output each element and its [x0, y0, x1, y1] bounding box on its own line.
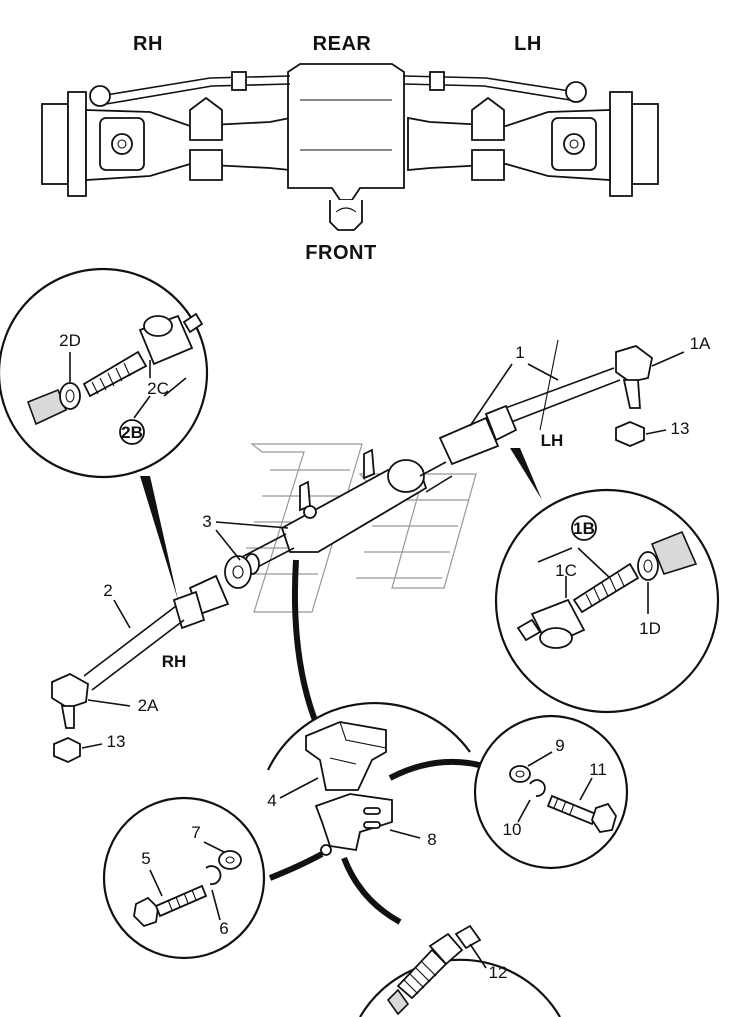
tube-end-2 [26, 388, 68, 426]
callout-5: 5 [141, 849, 150, 868]
mounting-lug-right [363, 448, 375, 480]
callout-12: 12 [489, 963, 508, 982]
pointer-to-bracket [291, 559, 321, 730]
pointer-to-bolt-11 [388, 758, 491, 781]
overview-left-ball-joint [89, 85, 111, 107]
detail-bubble-11: 9 11 10 [473, 714, 629, 870]
detail-circle-5 [102, 796, 266, 960]
side-label-rh: RH [162, 652, 187, 671]
bracket-4 [305, 721, 387, 791]
callout-7: 7 [191, 823, 200, 842]
pinion-yoke [329, 200, 363, 231]
callout-8: 8 [427, 830, 436, 849]
differential-housing [287, 63, 405, 201]
pointer-to-bolt-5 [268, 851, 324, 881]
bolt-5-head [133, 896, 159, 928]
callout-11: 11 [589, 760, 607, 779]
callout-9: 9 [555, 736, 564, 755]
lock-washer-10 [529, 779, 546, 797]
callout-1b: 1B [573, 519, 595, 538]
callout-1b-circle [571, 515, 597, 541]
left-hub-flange [67, 91, 87, 197]
nut-13-right [615, 421, 645, 447]
header-rear-label: REAR [313, 33, 372, 55]
header-rh-label: RH [133, 33, 163, 55]
callout-3: 3 [202, 512, 211, 531]
washer-9 [509, 765, 531, 783]
pointer-to-sensor-12 [341, 856, 402, 925]
callout-4: 4 [267, 791, 276, 810]
tube-end-1 [650, 530, 698, 575]
tie-rod-assembly: LH RH 1 1A 13 3 2 2A 13 [51, 334, 711, 763]
callout-2a: 2A [138, 696, 159, 715]
lh-adjuster-sleeve [438, 416, 500, 466]
right-hub-flange [609, 91, 633, 197]
header-front-label: FRONT [305, 242, 376, 264]
detail-bubble-5: 5 7 6 [102, 796, 266, 960]
overview-tie-rod-left [99, 75, 291, 97]
detail-pointer-1 [510, 448, 542, 500]
tie-rod-center-body [280, 469, 428, 553]
callout-1a: 1A [690, 334, 711, 353]
overview-right-ball-joint [565, 81, 587, 103]
washer-7 [218, 850, 242, 870]
detail-circle-1 [494, 488, 720, 714]
callout-1: 1 [515, 343, 524, 362]
threaded-stud-1c [572, 562, 640, 614]
callout-10: 10 [503, 820, 522, 839]
right-wheel-hub [631, 103, 659, 185]
ball-joint-1a [615, 345, 653, 383]
left-wheel-hub [41, 103, 69, 185]
ball-joint-2a [51, 672, 89, 709]
callout-6: 6 [219, 919, 228, 938]
detail-circle-11 [473, 714, 629, 870]
nut-2d [59, 382, 81, 410]
side-label-lh: LH [541, 431, 564, 450]
detail-bubble-1: 1B 1C 1D [494, 448, 720, 714]
callout-2b-circle [119, 419, 145, 445]
detail-bubble-12: 12 [359, 924, 561, 1017]
nut-1d [637, 551, 659, 581]
callout-2d: 2D [59, 331, 81, 350]
detail-pointer-2 [140, 476, 178, 600]
callout-2c: 2C [147, 379, 169, 398]
callout-2b: 2B [121, 423, 143, 442]
bracket-8 [314, 793, 393, 852]
bracket-assembly: 4 8 [267, 559, 491, 925]
detail-bubble-2: 2D 2C 2B [0, 267, 209, 600]
callout-13-left: 13 [107, 732, 126, 751]
axle-overview: RH REAR LH FRONT [41, 33, 659, 264]
callout-13-right: 13 [671, 419, 690, 438]
lock-washer-6 [205, 865, 222, 885]
header-lh-label: LH [514, 33, 542, 55]
washer-3 [224, 555, 252, 589]
callout-2: 2 [103, 581, 112, 600]
nut-13-left [53, 737, 81, 763]
callout-1c: 1C [555, 561, 577, 580]
callout-1d: 1D [639, 619, 661, 638]
threaded-stud-2c [82, 350, 148, 398]
